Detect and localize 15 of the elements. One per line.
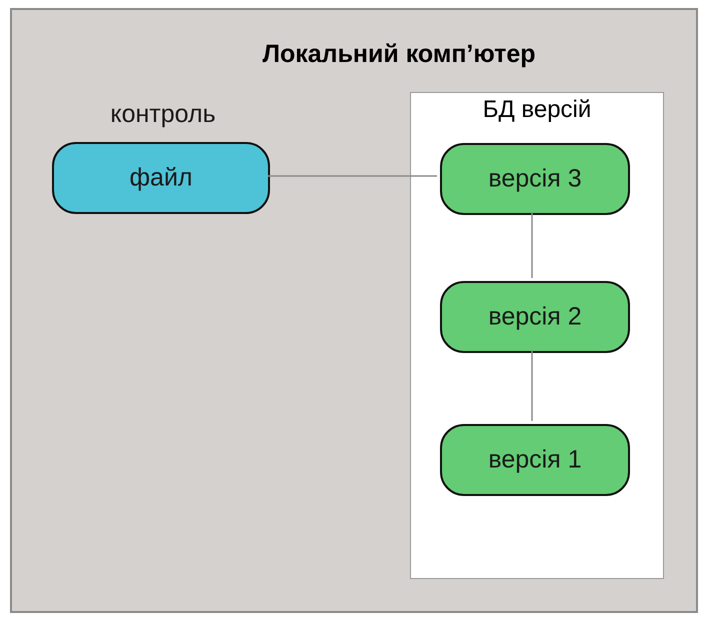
connector-line (531, 350, 533, 421)
database-panel (410, 92, 664, 579)
node-label: версія 1 (487, 446, 583, 474)
connector-line (531, 212, 533, 278)
node-caption: контроль (109, 100, 217, 129)
connector-line (268, 175, 437, 177)
version-node (440, 424, 630, 496)
node-label: файл (128, 164, 194, 192)
panel-heading: БД версій (482, 96, 592, 124)
version-node (440, 281, 630, 353)
version-node (440, 143, 630, 215)
title: Локальний комп’ютер (261, 40, 537, 69)
node-label: версія 3 (487, 164, 583, 194)
node-label: версія 2 (487, 302, 583, 332)
computer-panel (10, 8, 698, 613)
